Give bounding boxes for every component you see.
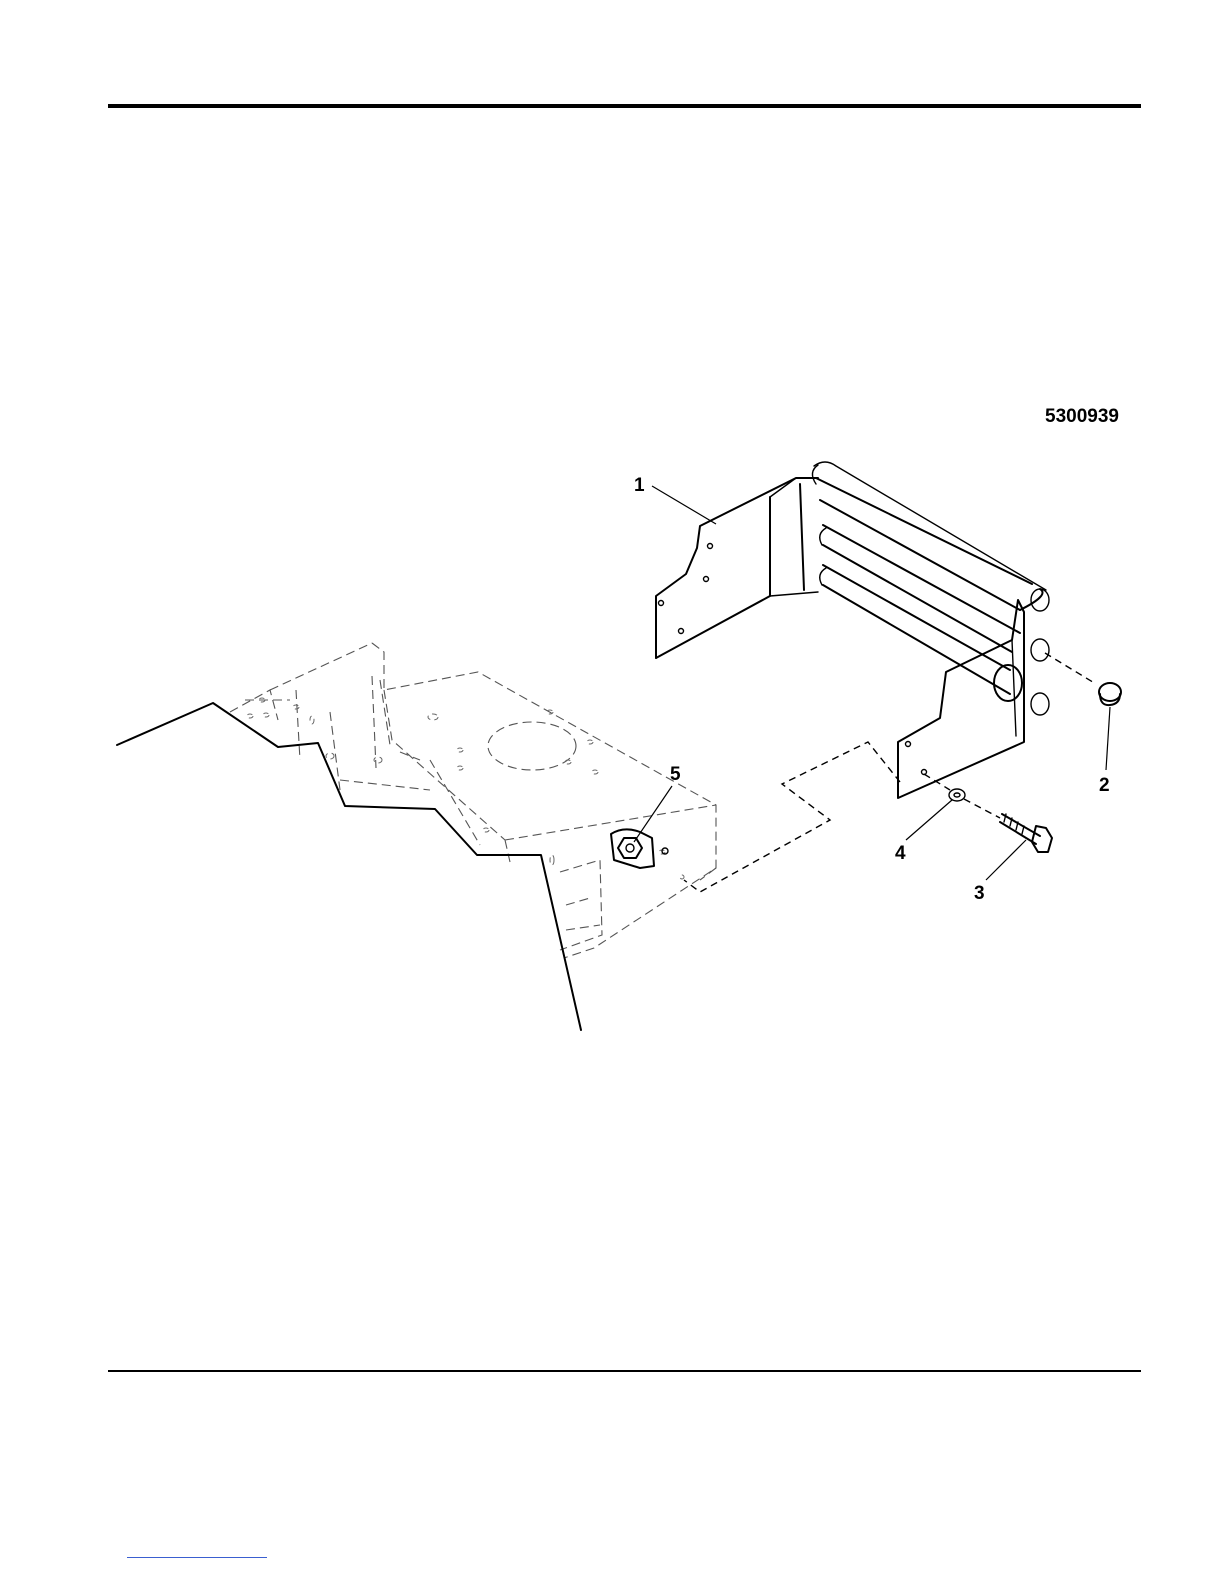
washer-part xyxy=(949,789,965,801)
frame-break-line xyxy=(117,703,581,1030)
cap-part xyxy=(1099,683,1121,705)
nut-part xyxy=(611,829,668,868)
callout-5: 5 xyxy=(634,764,681,842)
assembly-lines xyxy=(684,653,1096,892)
figure-id-label: 5300939 xyxy=(1045,406,1119,427)
callout-2: 2 xyxy=(1099,707,1110,796)
callout-4-label: 4 xyxy=(895,843,906,864)
callout-2-label: 2 xyxy=(1099,775,1110,796)
bolt-part xyxy=(1000,814,1052,852)
footer-rule xyxy=(108,1370,1141,1372)
callout-4: 4 xyxy=(895,800,952,864)
frame-phantom xyxy=(230,643,716,958)
callout-1: 1 xyxy=(634,475,716,524)
footer-link-underline[interactable] xyxy=(127,1557,267,1558)
callout-5-label: 5 xyxy=(670,764,681,785)
callout-3: 3 xyxy=(974,840,1026,904)
bracket-part xyxy=(656,462,1049,798)
callout-3-label: 3 xyxy=(974,883,985,904)
callout-1-label: 1 xyxy=(634,475,645,496)
